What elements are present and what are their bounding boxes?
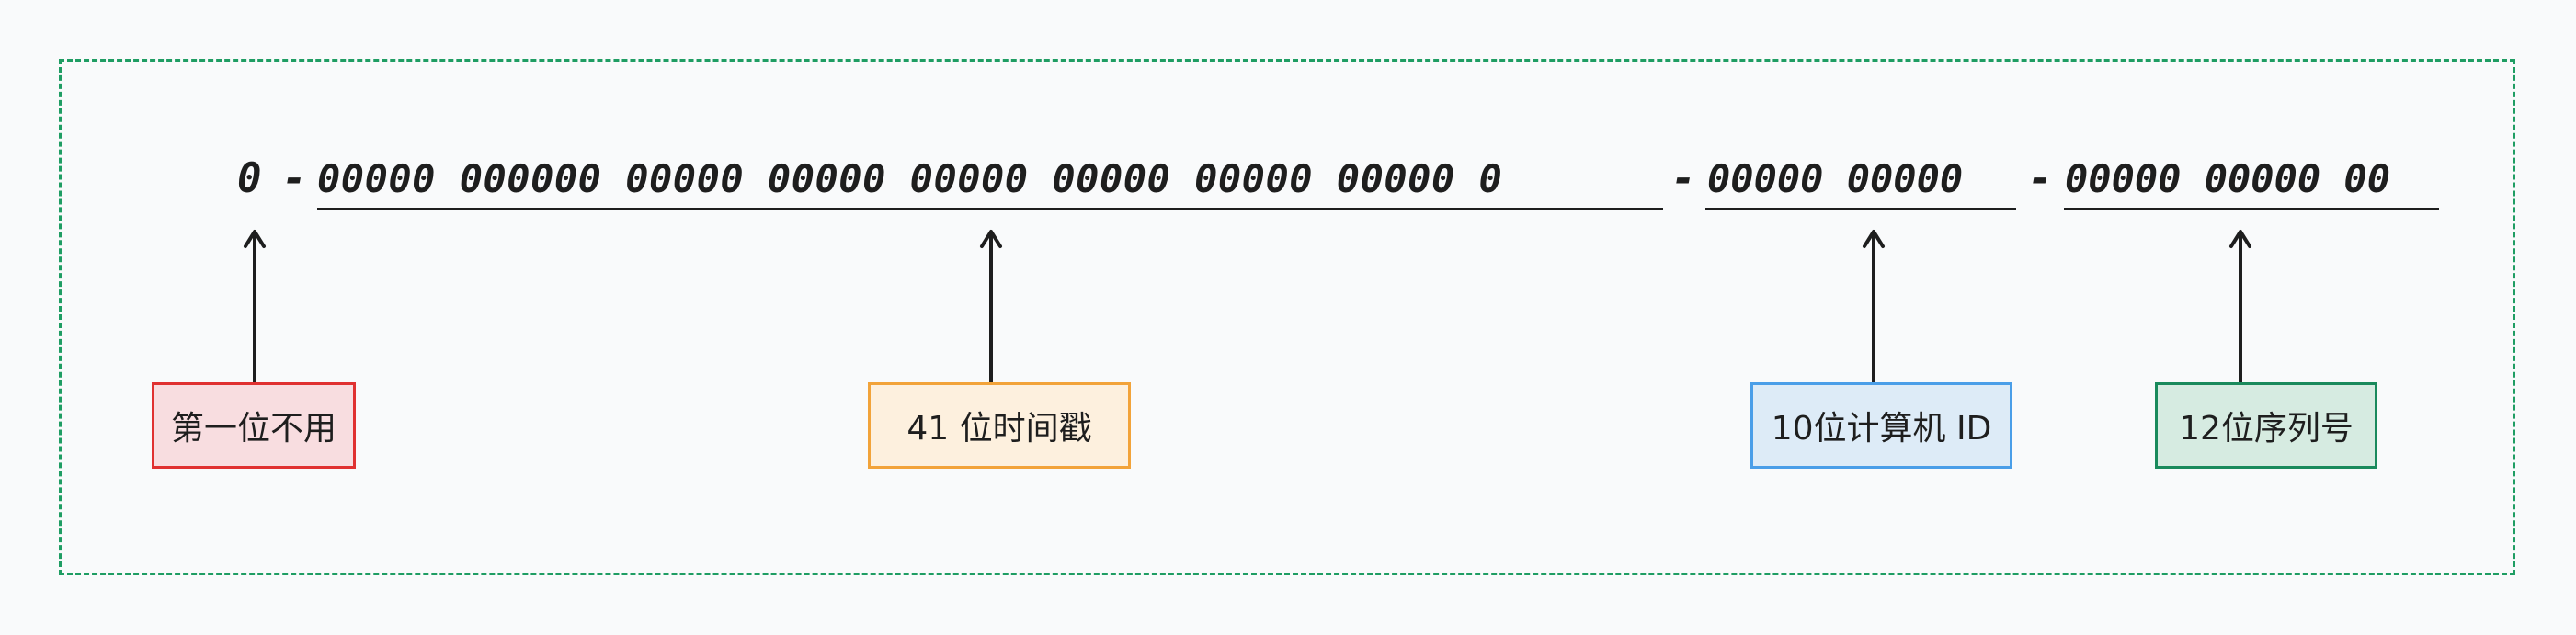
timestamp-bits: 00000 000000 00000 00000 00000 00000 000…	[317, 156, 1503, 201]
sign-arrow	[244, 230, 266, 382]
separator-2: -	[1671, 155, 1696, 202]
sign-label: 第一位不用	[170, 410, 336, 448]
machine-id-bits: 00000 00000	[1707, 156, 1964, 201]
sequence-arrow	[2229, 230, 2251, 382]
machine-id-label-box: 10位计算机 ID	[1750, 382, 2012, 469]
sign-label-box: 第一位不用	[152, 382, 356, 469]
separator-1: -	[282, 155, 307, 202]
sign-bit: 0	[237, 155, 262, 202]
timestamp-label: 41 位时间戳	[906, 410, 1092, 448]
snowflake-id-frame	[59, 59, 2515, 575]
sequence-bits: 00000 00000 00	[2065, 156, 2391, 201]
sequence-label: 12位序列号	[2179, 410, 2354, 448]
machine-id-label: 10位计算机 ID	[1771, 410, 1992, 448]
sequence-underline	[2064, 208, 2439, 210]
separator-3: -	[2028, 155, 2053, 202]
machine-id-arrow	[1863, 230, 1885, 382]
timestamp-underline	[317, 208, 1663, 210]
sequence-label-box: 12位序列号	[2155, 382, 2377, 469]
timestamp-label-box: 41 位时间戳	[868, 382, 1131, 469]
timestamp-arrow	[980, 230, 1002, 382]
machine-id-underline	[1705, 208, 2016, 210]
